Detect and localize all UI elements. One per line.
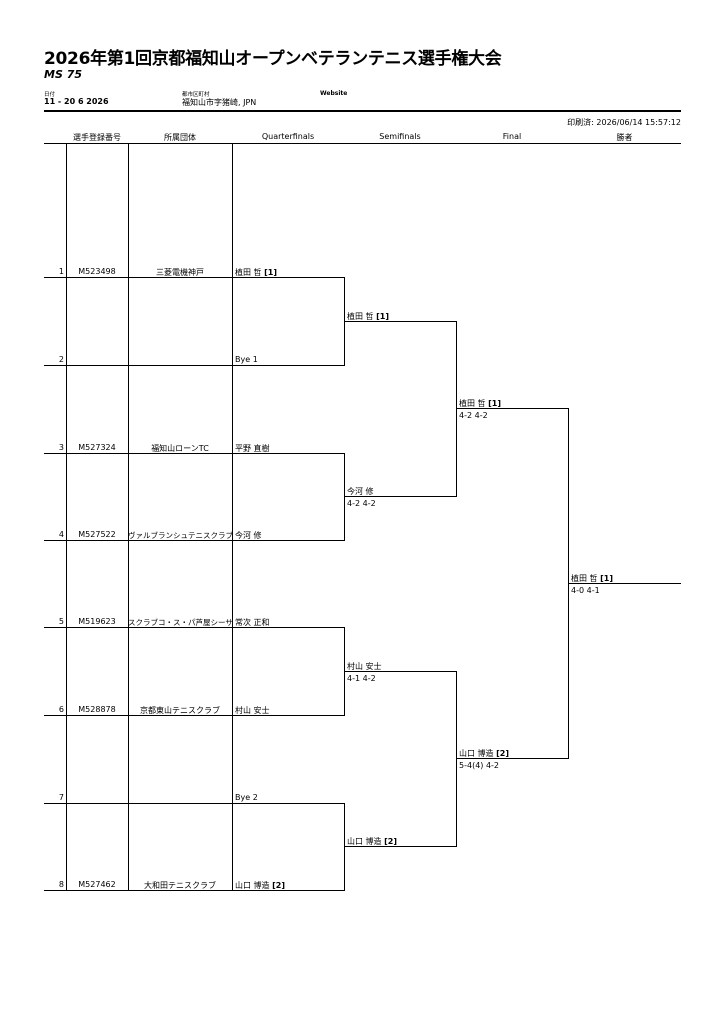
player-reg-number: M528878 — [78, 705, 116, 714]
player-entry: 常次 正和 — [235, 617, 270, 628]
draw-position: 6 — [58, 705, 64, 714]
player-entry: 平野 直樹 — [235, 443, 270, 454]
website-label: Website — [320, 90, 348, 97]
city-label: 都市区町村 — [182, 92, 210, 98]
player-name: 山口 博造 — [347, 837, 382, 846]
player-reg-number: M523498 — [78, 267, 116, 276]
seed-badge: [2] — [272, 881, 285, 890]
player-club: 福知山ローンTC — [151, 444, 209, 453]
player-reg-number: M527324 — [78, 443, 116, 452]
player-entry: 山口 博造 [2] — [235, 880, 285, 891]
date-value: 11 - 20 6 2026 — [44, 97, 109, 106]
final-entry: 山口 博造 [2] — [459, 748, 509, 759]
player-entry: 今河 修 — [235, 530, 262, 541]
col-header-final: Final — [502, 132, 522, 141]
printed-timestamp: 印刷済: 2026/06/14 15:57:12 — [567, 118, 681, 127]
player-name: 植田 哲 — [235, 268, 262, 277]
seed-badge: [2] — [384, 837, 397, 846]
player-entry: 村山 安士 — [235, 705, 270, 716]
col-header-club: 所属団体 — [164, 133, 196, 142]
seed-badge: [1] — [264, 268, 277, 277]
event-subtitle: MS 75 — [44, 68, 83, 81]
player-name: 山口 博造 — [235, 881, 270, 890]
header-rule — [44, 110, 681, 112]
match-score: 4-2 4-2 — [459, 411, 488, 420]
player-name: Bye 2 — [235, 793, 258, 802]
champion-entry: 植田 哲 [1] — [571, 573, 613, 584]
draw-position: 4 — [58, 530, 64, 539]
city-value: 福知山市字猪崎, JPN — [182, 98, 257, 107]
player-name: 植田 哲 — [571, 574, 598, 583]
seed-badge: [1] — [600, 574, 613, 583]
col-header-winner: 勝者 — [616, 133, 633, 142]
player-name: 常次 正和 — [235, 618, 270, 627]
match-score: 4-2 4-2 — [347, 499, 376, 508]
player-name: 平野 直樹 — [235, 444, 270, 453]
col-header-qf: Quarterfinals — [261, 132, 315, 141]
player-entry: Bye 1 — [235, 355, 258, 364]
player-name: 植田 哲 — [459, 399, 486, 408]
draw-position: 2 — [58, 355, 64, 364]
sf-entry: 植田 哲 [1] — [347, 311, 389, 322]
player-name: 山口 博造 — [459, 749, 494, 758]
draw-position: 3 — [58, 443, 64, 452]
player-name: Bye 1 — [235, 355, 258, 364]
sf-entry: 山口 博造 [2] — [347, 836, 397, 847]
draw-position: 5 — [58, 617, 64, 626]
match-score: 4-1 4-2 — [347, 674, 376, 683]
draw-position: 1 — [58, 267, 64, 276]
player-club: ヴァルブランシュテニスクラブ — [128, 531, 232, 540]
player-entry: 植田 哲 [1] — [235, 267, 277, 278]
player-reg-number: M527462 — [78, 880, 116, 889]
sf-entry: 村山 安士 — [347, 661, 382, 672]
page-title: 2026年第1回京都福知山オープンベテランテニス選手権大会 — [44, 49, 502, 69]
col-header-sf: Semifinals — [379, 132, 421, 141]
player-name: 村山 安士 — [235, 706, 270, 715]
match-score: 5-4(4) 4-2 — [459, 761, 500, 770]
player-club: 三菱電機神戸 — [156, 268, 204, 277]
draw-position: 7 — [58, 793, 64, 802]
column-header-rule — [44, 143, 681, 144]
player-club: 京都東山テニスクラブ — [140, 706, 220, 715]
player-name: 村山 安士 — [347, 662, 382, 671]
player-reg-number: M519623 — [78, 617, 116, 626]
date-label: 日付 — [44, 92, 56, 98]
draw-position: 8 — [58, 880, 64, 889]
seed-badge: [1] — [488, 399, 501, 408]
player-club: スクラブコ・ス・パ芦屋シーサ — [128, 618, 232, 627]
player-name: 今河 修 — [347, 487, 374, 496]
sf-entry: 今河 修 — [347, 486, 374, 497]
player-name: 植田 哲 — [347, 312, 374, 321]
col-header-reg: 選手登録番号 — [73, 133, 121, 142]
player-reg-number: M527522 — [78, 530, 116, 539]
seed-badge: [2] — [496, 749, 509, 758]
final-entry: 植田 哲 [1] — [459, 398, 501, 409]
player-name: 今河 修 — [235, 531, 262, 540]
player-entry: Bye 2 — [235, 793, 258, 802]
player-club: 大和田テニスクラブ — [144, 881, 216, 890]
match-score: 4-0 4-1 — [571, 586, 600, 595]
seed-badge: [1] — [376, 312, 389, 321]
